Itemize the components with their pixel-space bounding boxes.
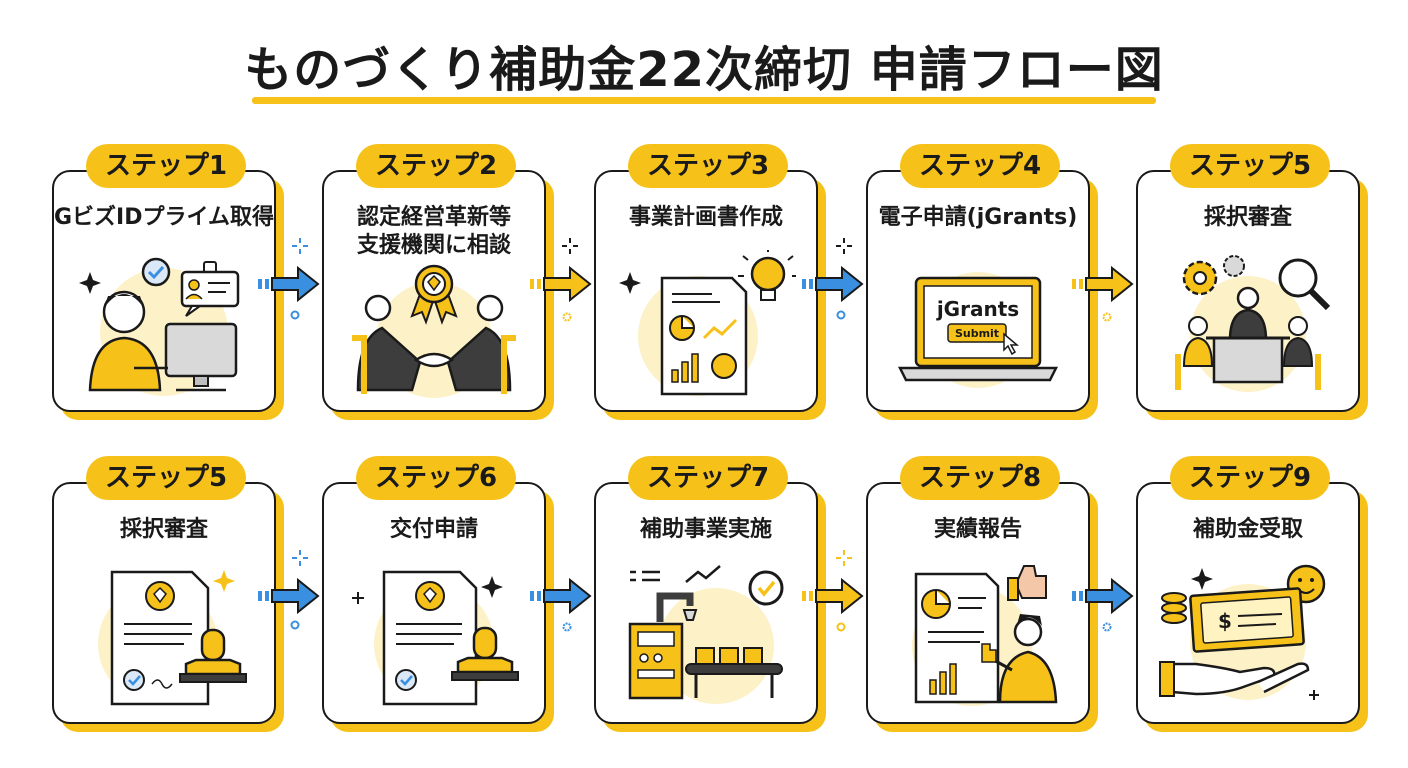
step-label: 事業計画書作成 (628, 205, 783, 230)
step-badge: ステップ6 (356, 456, 516, 500)
sparkle-icon (836, 238, 852, 254)
certificate-stamp-icon (98, 570, 247, 706)
arrow-right-icon (530, 577, 592, 615)
step-card-3: ステップ3 事業計画書作成 (594, 144, 826, 420)
computer-user-icon (79, 257, 240, 396)
step-badge: ステップ7 (628, 456, 788, 500)
circle-dot-icon (290, 620, 300, 630)
step-label: 補助事業実施 (639, 517, 772, 542)
step-card-9: ステップ9 補助金受取 $ (1136, 456, 1368, 732)
step-label: 交付申請 (389, 517, 478, 542)
step-badge: ステップ3 (628, 144, 788, 188)
step-card-4: ステップ4 電子申請(jGrants) jGrants Submit (866, 144, 1098, 420)
document-stamp-icon (352, 570, 519, 706)
circle-dot-icon (1102, 312, 1112, 322)
sparkle-icon (292, 550, 308, 566)
receive-money-icon: $ (1159, 564, 1326, 700)
arrow-right-icon (802, 265, 864, 303)
step-badge: ステップ9 (1170, 456, 1330, 500)
screen-text: jGrants (936, 297, 1019, 321)
step-card-6: ステップ6 交付申請 (322, 456, 554, 732)
submit-button-text: Submit (955, 327, 999, 340)
arrow-right-icon (258, 577, 320, 615)
circle-dot-icon (836, 622, 846, 632)
business-plan-lightbulb-icon (619, 250, 796, 396)
arrow-right-icon (1072, 265, 1134, 303)
circle-dot-icon (1102, 622, 1112, 632)
sparkle-icon (562, 238, 578, 254)
svg-text:$: $ (1218, 609, 1232, 633)
title-underline (252, 97, 1156, 104)
arrow-right-icon (802, 577, 864, 615)
step-label: 実績報告 (933, 517, 1022, 542)
step-badge: ステップ5 (1170, 144, 1330, 188)
step-card-5: ステップ5 採択審査 (1136, 144, 1368, 420)
page-title: ものづくり補助金22次締切 申請フロー図 (244, 42, 1164, 98)
report-presenter-icon (912, 565, 1058, 706)
sparkle-icon (836, 550, 852, 566)
factory-robot-icon (628, 565, 784, 704)
circle-dot-icon (836, 310, 846, 320)
step-label: 認定経営革新等支援機関に相談 (356, 205, 511, 258)
sparkle-icon (292, 238, 308, 254)
step-card-5b: ステップ5 採択審査 (52, 456, 284, 732)
step-badge: ステップ5 (86, 456, 246, 500)
review-meeting-icon (1175, 255, 1331, 392)
step-badge: ステップ4 (900, 144, 1060, 188)
step-label: GビズIDプライム取得 (53, 205, 275, 230)
step-badge: ステップ1 (86, 144, 246, 188)
circle-dot-icon (562, 622, 572, 632)
step-badge: ステップ2 (356, 144, 516, 188)
circle-dot-icon (562, 312, 572, 322)
arrow-right-icon (258, 265, 320, 303)
step-label: 採択審査 (119, 517, 208, 542)
circle-dot-icon (290, 310, 300, 320)
step-card-2: ステップ2 認定経営革新等支援機関に相談 (322, 144, 554, 420)
step-label: 補助金受取 (1192, 517, 1303, 542)
step-label: 採択審査 (1203, 205, 1292, 230)
step-card-7: ステップ7 補助事業実施 (594, 456, 826, 732)
step-card-1: ステップ1 GビズIDプライム取得 (52, 144, 284, 420)
handshake-award-icon (352, 264, 516, 398)
arrow-right-icon (1072, 577, 1134, 615)
step-label: 電子申請(jGrants) (878, 205, 1078, 230)
laptop-submit-icon: jGrants Submit (897, 272, 1059, 388)
step-badge: ステップ8 (900, 456, 1060, 500)
arrow-right-icon (530, 265, 592, 303)
step-card-8: ステップ8 実績報告 (866, 456, 1098, 732)
